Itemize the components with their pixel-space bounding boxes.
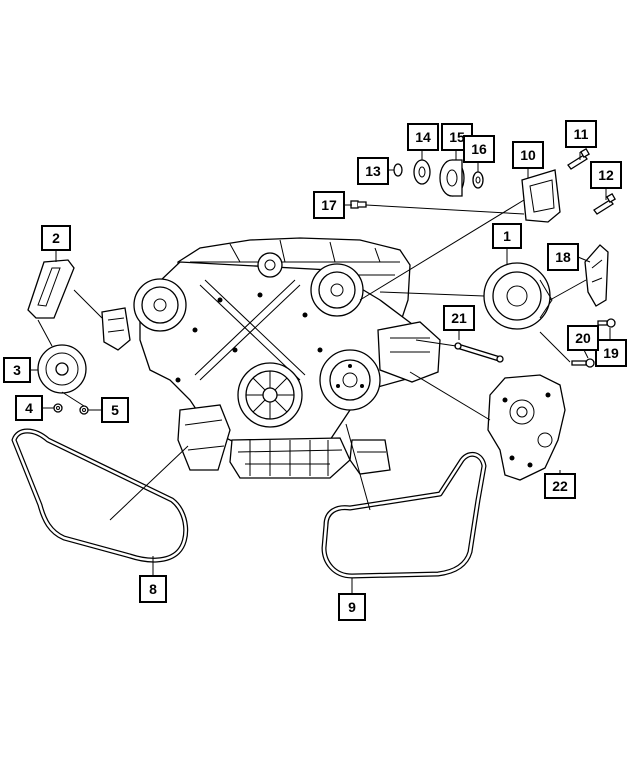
callout-2: 2 bbox=[41, 225, 71, 251]
part-18-bracket bbox=[584, 244, 609, 307]
callout-21: 21 bbox=[443, 305, 475, 331]
svg-text:3: 3 bbox=[13, 362, 21, 378]
leader-lines bbox=[30, 148, 611, 594]
part-4-washer bbox=[53, 403, 63, 413]
svg-text:12: 12 bbox=[598, 167, 614, 183]
part-11-bolt bbox=[567, 148, 590, 170]
callout-8: 8 bbox=[139, 575, 167, 603]
callout-19: 19 bbox=[595, 339, 627, 367]
svg-text:16: 16 bbox=[471, 141, 487, 157]
part-13-nut bbox=[393, 163, 403, 177]
part-9-belt bbox=[321, 451, 487, 579]
part-15-idler-pulley bbox=[439, 159, 465, 197]
callout-9: 9 bbox=[338, 593, 366, 621]
part-5-washer bbox=[79, 405, 89, 415]
callout-20: 20 bbox=[567, 325, 599, 351]
part-17-bolt bbox=[350, 200, 367, 209]
svg-text:20: 20 bbox=[575, 330, 591, 346]
svg-text:22: 22 bbox=[552, 478, 568, 494]
callout-5: 5 bbox=[101, 397, 129, 423]
svg-text:1: 1 bbox=[503, 228, 511, 244]
callout-13: 13 bbox=[357, 157, 389, 185]
part-1-pulley-assembly bbox=[483, 262, 553, 330]
callout-14: 14 bbox=[407, 123, 439, 151]
part-8-belt bbox=[11, 428, 189, 563]
svg-text:19: 19 bbox=[603, 345, 619, 361]
svg-text:4: 4 bbox=[25, 400, 33, 416]
callout-11: 11 bbox=[565, 120, 597, 148]
svg-text:13: 13 bbox=[365, 163, 381, 179]
callout-1: 1 bbox=[492, 223, 522, 249]
svg-text:10: 10 bbox=[520, 147, 536, 163]
callout-18: 18 bbox=[547, 243, 579, 271]
part-20-bolt bbox=[571, 358, 595, 368]
part-19-bolt bbox=[597, 318, 616, 328]
callout-4: 4 bbox=[15, 395, 43, 421]
callout-10: 10 bbox=[512, 141, 544, 169]
svg-text:21: 21 bbox=[451, 310, 467, 326]
callout-3: 3 bbox=[3, 357, 31, 383]
svg-text:8: 8 bbox=[149, 581, 157, 597]
svg-text:14: 14 bbox=[415, 129, 431, 145]
part-12-bolt bbox=[593, 193, 616, 215]
callout-17: 17 bbox=[313, 191, 345, 219]
part-21-rod bbox=[454, 342, 504, 363]
part-14-washer bbox=[413, 159, 431, 185]
part-3-pulley bbox=[37, 344, 87, 394]
part-10-bracket bbox=[521, 169, 561, 223]
svg-text:2: 2 bbox=[52, 230, 60, 246]
svg-text:11: 11 bbox=[574, 126, 589, 142]
svg-text:18: 18 bbox=[555, 249, 571, 265]
callout-16: 16 bbox=[463, 135, 495, 163]
callout-12: 12 bbox=[590, 161, 622, 189]
callout-22: 22 bbox=[544, 473, 576, 499]
svg-text:5: 5 bbox=[111, 402, 119, 418]
svg-text:15: 15 bbox=[449, 129, 465, 145]
part-2-bracket-plate bbox=[27, 259, 75, 319]
engine-block bbox=[101, 237, 441, 479]
part-22-mounting-bracket bbox=[487, 374, 566, 481]
svg-text:9: 9 bbox=[348, 599, 356, 615]
svg-text:17: 17 bbox=[321, 197, 337, 213]
part-16-washer bbox=[472, 171, 484, 189]
